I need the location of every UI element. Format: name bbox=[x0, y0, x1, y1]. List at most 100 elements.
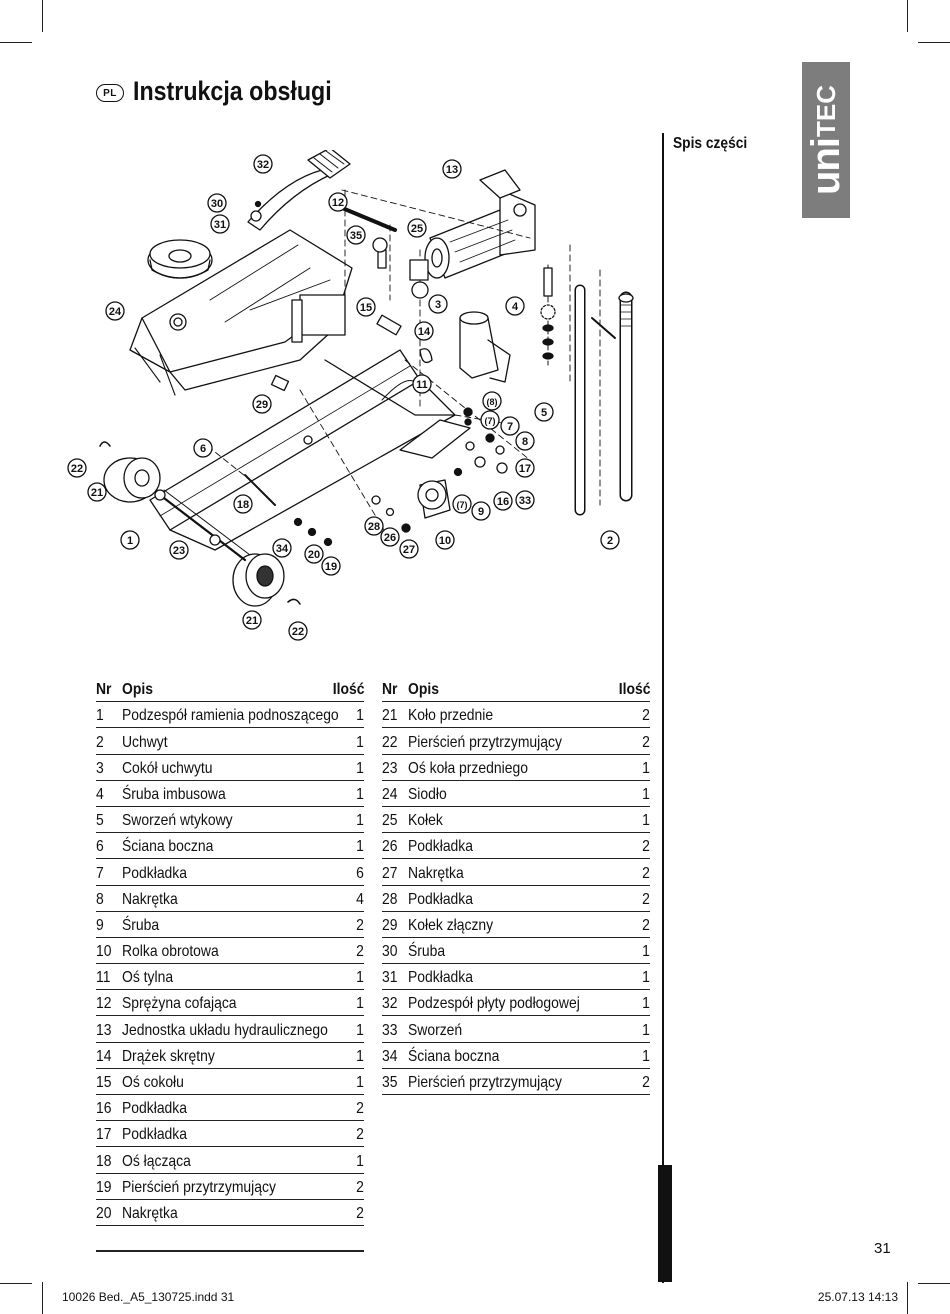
part-quantity: 2 bbox=[642, 838, 650, 856]
part-number: 24 bbox=[382, 785, 398, 803]
part-description: Pierścień przytrzymujący bbox=[122, 1178, 276, 1196]
part-number: 5 bbox=[96, 812, 104, 830]
part-number: 19 bbox=[96, 1178, 112, 1196]
callout-label: 6 bbox=[200, 443, 206, 455]
part-quantity: 2 bbox=[642, 916, 650, 934]
callout-marker: 3 bbox=[428, 294, 448, 314]
part-number: 16 bbox=[96, 1100, 112, 1118]
callout-label: 31 bbox=[214, 219, 226, 231]
callout-marker: 19 bbox=[321, 556, 341, 576]
callout-label: 16 bbox=[497, 496, 509, 508]
part-quantity: 1 bbox=[356, 1021, 364, 1039]
part-description: Podkładka bbox=[408, 969, 474, 987]
callout-label: 10 bbox=[439, 535, 451, 547]
callout-label: 3 bbox=[435, 299, 441, 311]
part-description: Sprężyna cofająca bbox=[122, 995, 237, 1013]
callout-label: 8 bbox=[522, 436, 528, 448]
part-quantity: 1 bbox=[356, 969, 364, 987]
part-quantity: 1 bbox=[356, 759, 364, 777]
callout-marker: 23 bbox=[169, 540, 189, 560]
callout-label: 33 bbox=[519, 495, 531, 507]
callout-marker: 16 bbox=[493, 491, 513, 511]
callout-marker: 13 bbox=[442, 159, 462, 179]
part-quantity: 2 bbox=[356, 1100, 364, 1118]
table-end-rule bbox=[96, 1250, 364, 1252]
callout-marker: 15 bbox=[356, 297, 376, 317]
callout-label: 20 bbox=[308, 549, 320, 561]
part-quantity: 1 bbox=[642, 785, 650, 803]
part-number: 28 bbox=[382, 890, 398, 908]
callout-marker: 5 bbox=[534, 402, 554, 422]
crop-mark bbox=[918, 42, 950, 43]
part-description: Cokół uchwytu bbox=[122, 759, 213, 777]
part-number: 22 bbox=[382, 733, 398, 751]
part-description: Oś cokołu bbox=[122, 1074, 184, 1091]
part-number: 8 bbox=[96, 890, 104, 908]
part-number: 15 bbox=[96, 1074, 112, 1091]
part-quantity: 4 bbox=[356, 890, 364, 908]
part-quantity: 1 bbox=[642, 1021, 650, 1039]
part-quantity: 1 bbox=[642, 995, 650, 1013]
callout-marker: 17 bbox=[515, 458, 535, 478]
column-divider bbox=[662, 133, 664, 1283]
table-header-row: Nr Opis Ilość bbox=[96, 676, 364, 703]
part-description: Sworzeń bbox=[408, 1021, 463, 1039]
callout-label: 11 bbox=[416, 379, 428, 391]
part-number: 1 bbox=[96, 707, 104, 725]
part-quantity: 1 bbox=[356, 838, 364, 856]
part-description: Jednostka układu hydraulicznego bbox=[122, 1021, 328, 1039]
part-description: Kołek złączny bbox=[408, 916, 494, 934]
callout-marker: 10 bbox=[435, 530, 455, 550]
callout-marker: 8 bbox=[515, 431, 535, 451]
part-description: Ściana boczna bbox=[122, 838, 214, 856]
part-quantity: 2 bbox=[356, 943, 364, 961]
callout-label: 7 bbox=[507, 421, 513, 433]
part-number: 35 bbox=[382, 1074, 398, 1091]
callout-label: 22 bbox=[71, 463, 83, 475]
part-description: Pierścień przytrzymujący bbox=[408, 733, 562, 751]
callout-label: 13 bbox=[446, 164, 458, 176]
callout-label: 34 bbox=[276, 543, 289, 555]
callout-label: 15 bbox=[360, 302, 372, 314]
callout-marker: 11 bbox=[412, 374, 432, 394]
part-quantity: 1 bbox=[642, 969, 650, 987]
part-description: Nakrętka bbox=[408, 864, 464, 882]
callout-label: 14 bbox=[418, 326, 431, 338]
callout-label: 21 bbox=[246, 615, 258, 627]
part-description: Nakrętka bbox=[122, 1204, 178, 1222]
part-description: Podkładka bbox=[408, 838, 474, 856]
part-description: Podkładka bbox=[122, 1126, 188, 1144]
crop-mark bbox=[0, 1283, 32, 1284]
callout-marker: 18 bbox=[233, 494, 253, 514]
part-description: Kołek bbox=[408, 812, 443, 830]
callout-marker: 27 bbox=[399, 539, 419, 559]
part-quantity: 1 bbox=[356, 995, 364, 1013]
callout-marker: 35 bbox=[346, 225, 366, 245]
part-description: Rolka obrotowa bbox=[122, 943, 219, 961]
callout-label: 32 bbox=[257, 159, 269, 171]
part-quantity: 2 bbox=[356, 1178, 364, 1196]
part-number: 31 bbox=[382, 969, 398, 987]
part-quantity: 2 bbox=[356, 1204, 364, 1222]
front-axle bbox=[158, 493, 247, 562]
callout-label: 17 bbox=[519, 463, 531, 475]
part-description: Pierścień przytrzymujący bbox=[408, 1074, 562, 1091]
callout-marker: 26 bbox=[380, 527, 400, 547]
language-badge: PL bbox=[96, 84, 124, 102]
part-description: Podzespół ramienia podnoszącego bbox=[122, 707, 339, 725]
crop-mark bbox=[907, 1282, 908, 1314]
